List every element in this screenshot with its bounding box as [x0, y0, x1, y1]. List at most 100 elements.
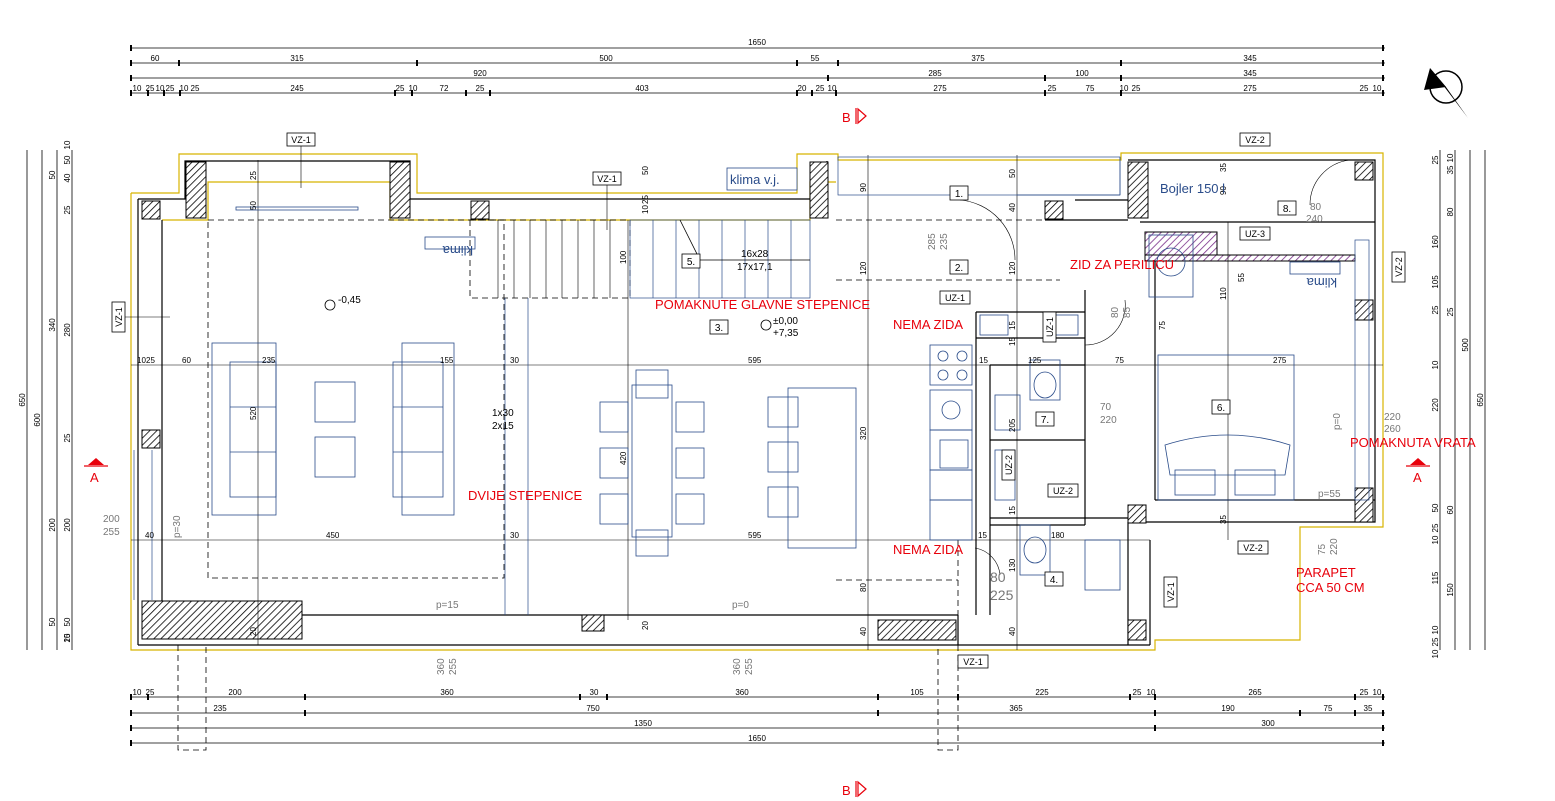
svg-text:70: 70 [1100, 402, 1112, 413]
svg-text:50: 50 [63, 155, 72, 164]
room-8: 8. [1283, 204, 1291, 215]
svg-text:10: 10 [1147, 688, 1156, 697]
svg-text:375: 375 [971, 54, 985, 63]
tag-uz1-a: UZ-1 [945, 293, 965, 303]
svg-text:2x15: 2x15 [492, 421, 514, 432]
parapet-line1: PARAPET [1296, 565, 1356, 580]
svg-text:255: 255 [448, 658, 459, 675]
svg-text:10: 10 [1446, 153, 1455, 162]
svg-text:25: 25 [476, 84, 485, 93]
bojler-label: Bojler 150 l [1160, 181, 1225, 196]
dashed-outlines [177, 219, 1060, 751]
room-5: 5. [687, 257, 695, 268]
svg-text:30: 30 [590, 688, 599, 697]
svg-text:15: 15 [979, 356, 988, 365]
svg-text:10: 10 [63, 140, 72, 149]
svg-text:-0,45: -0,45 [338, 295, 361, 306]
svg-text:120: 120 [859, 261, 868, 275]
section-markers: A A B B [84, 107, 1430, 798]
door-swings [959, 159, 1351, 576]
klima-label-2: klima [1306, 275, 1337, 290]
svg-text:403: 403 [635, 84, 649, 93]
svg-text:10: 10 [1431, 649, 1440, 658]
svg-text:360: 360 [440, 688, 454, 697]
interior-dimensions: 10 25 60 235 155 30 595 15 125 75 275 45… [137, 163, 1287, 636]
svg-text:50: 50 [63, 617, 72, 626]
svg-text:225: 225 [990, 587, 1014, 603]
svg-text:650: 650 [18, 393, 27, 407]
svg-text:595: 595 [748, 356, 762, 365]
svg-text:450: 450 [326, 531, 340, 540]
svg-text:75: 75 [1086, 84, 1095, 93]
svg-text:10: 10 [1431, 360, 1440, 369]
svg-text:25: 25 [1431, 637, 1440, 646]
svg-text:200: 200 [63, 518, 72, 532]
svg-text:105: 105 [910, 688, 924, 697]
svg-text:315: 315 [290, 54, 304, 63]
left-dimension-labels: 650 600 50 340 200 50 50 280 200 50 10 4… [18, 140, 72, 642]
dimension-lines [26, 47, 1486, 744]
svg-text:150: 150 [1446, 583, 1455, 597]
svg-text:360: 360 [732, 658, 743, 675]
svg-text:80: 80 [1110, 306, 1121, 318]
svg-text:595: 595 [748, 531, 762, 540]
svg-text:90: 90 [1219, 186, 1228, 195]
room-3: 3. [715, 323, 723, 334]
svg-text:265: 265 [1248, 688, 1262, 697]
room-2: 2. [955, 263, 963, 274]
svg-text:320: 320 [859, 426, 868, 440]
svg-text:200: 200 [48, 518, 57, 532]
svg-text:100: 100 [619, 250, 628, 264]
svg-text:300: 300 [1261, 719, 1275, 728]
svg-text:275: 275 [1243, 84, 1257, 93]
svg-text:10: 10 [133, 688, 142, 697]
svg-text:110: 110 [1219, 287, 1228, 300]
svg-text:25: 25 [249, 171, 258, 180]
svg-text:245: 245 [290, 84, 304, 93]
svg-text:20: 20 [641, 621, 650, 630]
svg-text:40: 40 [859, 627, 868, 636]
stairs [497, 220, 611, 298]
svg-text:p=30: p=30 [172, 515, 183, 538]
tag-uz2-b: UZ-2 [1053, 486, 1073, 496]
svg-text:285: 285 [928, 69, 942, 78]
svg-text:225: 225 [1035, 688, 1049, 697]
svg-text:30: 30 [510, 356, 519, 365]
svg-text:35: 35 [1446, 165, 1455, 174]
svg-text:25: 25 [63, 205, 72, 214]
section-b-bottom: B [842, 783, 851, 798]
svg-text:420: 420 [619, 451, 628, 465]
svg-text:25: 25 [1048, 84, 1057, 93]
svg-text:220: 220 [1431, 398, 1440, 412]
svg-text:40: 40 [1008, 627, 1017, 636]
svg-text:750: 750 [586, 704, 600, 713]
svg-text:50: 50 [48, 617, 57, 626]
svg-text:125: 125 [1028, 356, 1042, 365]
svg-text:35: 35 [1364, 704, 1373, 713]
svg-text:85: 85 [1122, 306, 1133, 318]
svg-text:25: 25 [63, 433, 72, 442]
svg-text:15: 15 [1008, 321, 1017, 330]
svg-text:25: 25 [166, 84, 175, 93]
svg-text:55: 55 [811, 54, 820, 63]
svg-text:340: 340 [48, 318, 57, 332]
svg-text:280: 280 [63, 323, 72, 337]
svg-text:10: 10 [1431, 535, 1440, 544]
structural-grid [131, 155, 1383, 650]
svg-text:25: 25 [1431, 305, 1440, 314]
tag-vz2-bottom: VZ-2 [1243, 543, 1263, 553]
svg-text:1350: 1350 [634, 719, 652, 728]
svg-text:220: 220 [1100, 415, 1117, 426]
svg-text:100: 100 [1075, 69, 1089, 78]
svg-text:25: 25 [1446, 307, 1455, 316]
svg-text:500: 500 [599, 54, 613, 63]
tag-uz1-b: UZ-1 [1045, 317, 1055, 337]
svg-text:90: 90 [859, 183, 868, 192]
svg-text:50: 50 [1008, 169, 1017, 178]
svg-text:920: 920 [473, 69, 487, 78]
room-6: 6. [1217, 403, 1225, 414]
svg-text:10: 10 [133, 84, 142, 93]
svg-text:10: 10 [63, 633, 72, 642]
right-dimension-labels: 650 500 80 160 105 220 50 115 10 35 25 6… [1431, 153, 1485, 658]
